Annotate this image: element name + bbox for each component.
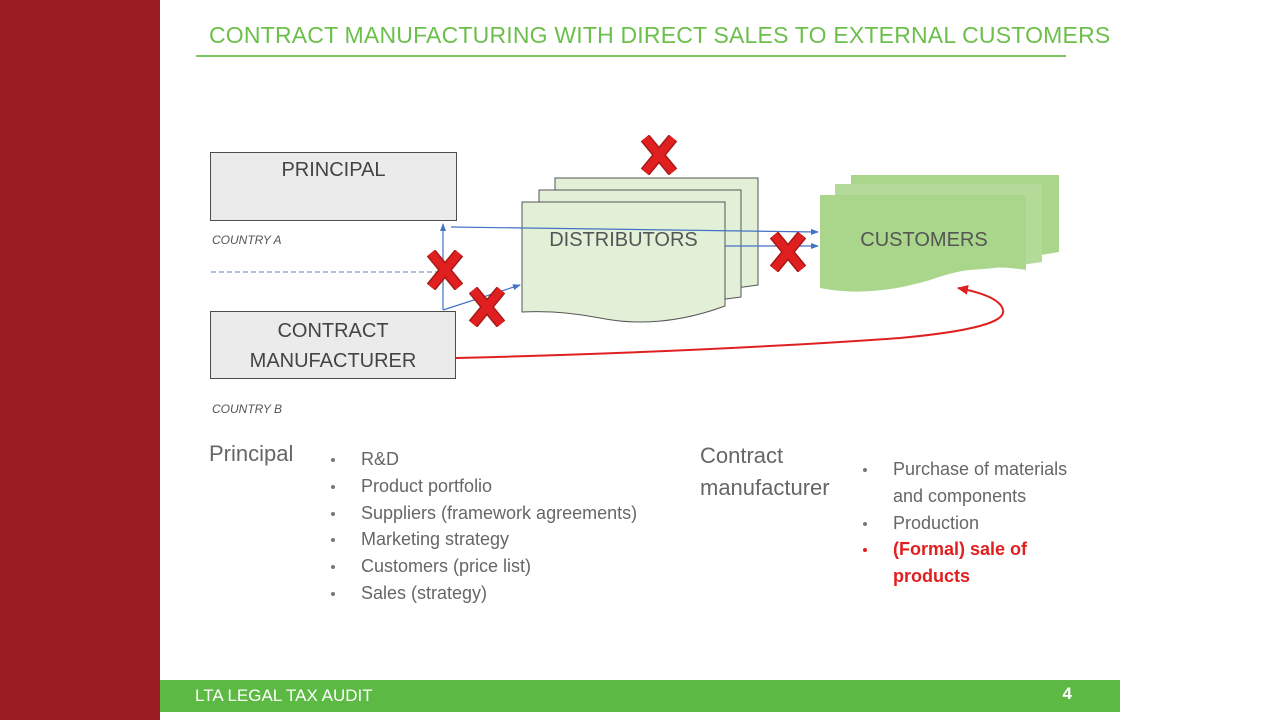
principal-function-list: R&D Product portfolio Suppliers (framewo… [329,446,637,607]
slide-title: CONTRACT MANUFACTURING WITH DIRECT SALES… [209,22,1111,48]
cm-function-list: Purchase of materials and components Pro… [861,456,1091,590]
country-a-label: COUNTRY A [212,233,282,247]
country-b-label: COUNTRY B [212,402,283,416]
cross-cm-distributors-icon [469,287,505,327]
direct-sale-arrow [455,284,1005,359]
list-item: Suppliers (framework agreements) [329,500,637,527]
cm-box-label-line2: MANUFACTURER [249,350,417,372]
list-item: Sales (strategy) [329,580,637,607]
list-item: Product portfolio [329,473,637,500]
contract-manufacturer-heading: Contract manufacturer [700,440,830,504]
cm-heading-line1: Contract [700,443,784,468]
list-item-highlight: (Formal) sale of products [861,536,1091,590]
cross-cm-principal-icon [427,250,463,290]
principal-box-label: PRINCIPAL [281,159,386,181]
page-number: 4 [1062,684,1072,703]
cross-distributors-customers-icon [770,232,806,272]
cm-heading-line2: manufacturer [700,475,830,500]
list-item: Customers (price list) [329,553,637,580]
contract-manufacturer-box: CONTRACT MANUFACTURER [210,311,456,379]
left-sidebar-bar [0,0,160,720]
distributors-label: DISTRIBUTORS [549,229,698,251]
customers-label: CUSTOMERS [860,229,988,251]
footer-bar: LTA LEGAL TAX AUDIT 4 [160,680,1120,712]
principal-heading: Principal [209,441,294,466]
cross-distributors-icon [641,135,677,175]
list-item: R&D [329,446,637,473]
list-item: Marketing strategy [329,526,637,553]
customers-shape [820,175,1059,292]
list-item: Purchase of materials and components [861,456,1091,510]
right-margin [1120,0,1280,720]
list-item: Production [861,510,1091,537]
footer-company: LTA LEGAL TAX AUDIT [195,686,373,705]
cm-box-label-line1: CONTRACT [277,320,389,342]
title-underline [196,55,1066,57]
flow-principal-to-customers [450,226,819,235]
principal-box: PRINCIPAL [210,152,457,221]
distributors-shape [521,177,759,323]
